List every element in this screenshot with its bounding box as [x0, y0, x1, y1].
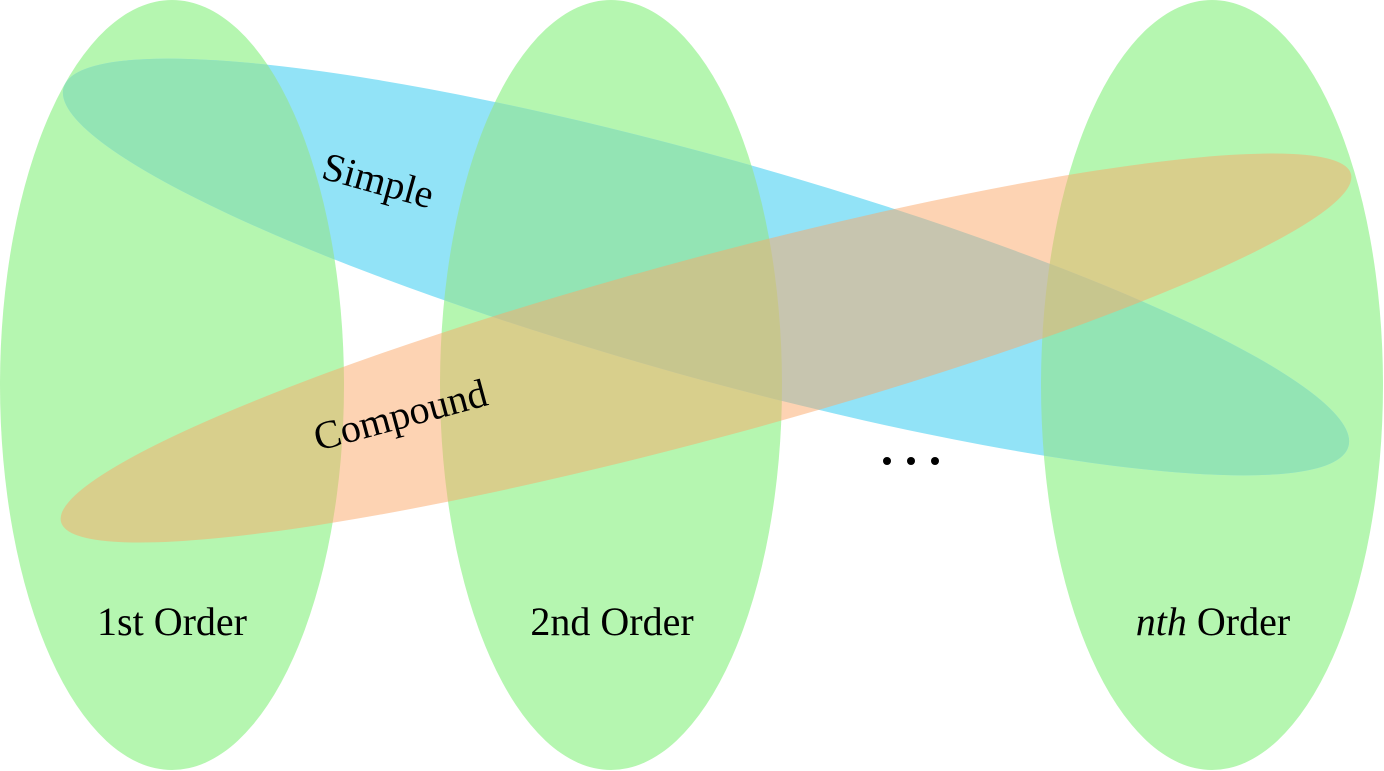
- ellipsis-marker: [883, 457, 939, 465]
- order-label-1: 1st Order: [97, 599, 247, 644]
- order-label-2: 2nd Order: [530, 599, 693, 644]
- compound-band: [60, 153, 1352, 543]
- order-label-n: nth Order: [1136, 599, 1290, 644]
